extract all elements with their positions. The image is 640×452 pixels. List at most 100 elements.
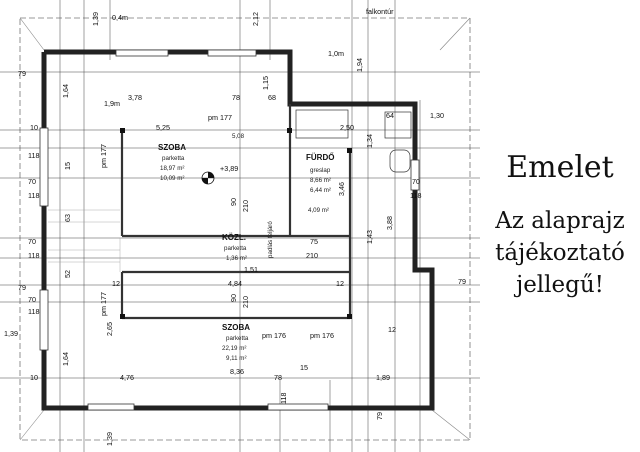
dim-90-bottom: 90: [229, 294, 238, 302]
dim-1-34: 1,34: [365, 134, 374, 148]
disclaimer-line-3: jellegű!: [516, 272, 604, 298]
dim-210-bottom: 210: [241, 296, 250, 308]
dim-2-50: 2,50: [340, 123, 354, 132]
room-bottom-name: SZOBA: [222, 323, 250, 332]
dim-118-b: 118: [28, 191, 39, 200]
dim-pm177-v1: pm 177: [99, 144, 108, 168]
walls: [41, 49, 435, 411]
dim-210-top: 210: [241, 200, 250, 212]
room-bottom-floor: parketta: [226, 335, 249, 342]
dim-1-15: 1,15: [261, 76, 270, 90]
dim-1-94: 1,94: [355, 58, 364, 72]
dim-1-30: 1,30: [430, 111, 444, 120]
dim-79-b: 79: [18, 283, 26, 292]
dim-pm177-top: pm 177: [208, 113, 232, 122]
dim-10-b: 10: [30, 373, 38, 382]
dim-79-right: 79: [458, 277, 466, 286]
contour-diagonal: [431, 409, 471, 441]
dim-4-84: 4,84: [228, 279, 242, 288]
room-top-area1: 18,97 m²: [160, 165, 184, 172]
contour-diagonal: [439, 17, 471, 51]
roof-contour: [19, 17, 471, 441]
room-top-floor: parketta: [162, 155, 185, 162]
dim-118-a: 118: [28, 151, 39, 160]
room-hall-floor: parketta: [224, 245, 247, 252]
dim-pm177-v2: pm 177: [99, 292, 108, 316]
windows: [39, 49, 420, 411]
dim-90-top: 90: [229, 198, 238, 206]
dim-1-0m: 1,0m: [328, 49, 344, 58]
dim-1-39-left: 1,39: [4, 329, 18, 338]
dim-12-a: 12: [112, 279, 120, 288]
dim-1-39-top: 1,39: [91, 12, 100, 26]
room-top-name: SZOBA: [158, 143, 186, 152]
disclaimer-line-2: tájékoztató: [495, 240, 625, 266]
label-falkontur: falkontúr: [366, 7, 394, 16]
dim-1-89: 1,89: [376, 373, 390, 382]
dim-8-36: 8,36: [230, 367, 244, 376]
room-bottom-area2: 9,11 m²: [226, 355, 247, 362]
dim-15-bottom: 15: [300, 363, 308, 372]
dim-70-b: 70: [28, 237, 36, 246]
contour-diagonal: [19, 17, 45, 51]
dim-12-c: 12: [388, 325, 396, 334]
dim-pm176-a: pm 176: [262, 331, 286, 340]
dim-12-b: 12: [336, 279, 344, 288]
dim-79-left: 79: [18, 69, 26, 78]
dim-4-76: 4,76: [120, 373, 134, 382]
dim-118-right: 118: [410, 191, 421, 200]
dim-70-a: 70: [28, 177, 36, 186]
dim-10-a: 10: [30, 123, 38, 132]
disclaimer-line-1: Az alaprajz: [495, 208, 625, 234]
room-bath-area2: 6,44 m²: [310, 187, 331, 194]
dim-210-hall: 210: [306, 251, 318, 260]
dim-3-78: 3,78: [128, 93, 142, 102]
room-bath-name: FÜRDŐ: [306, 153, 334, 162]
dim-1-64-bottom: 1,64: [61, 352, 70, 366]
dim-118-bottom: 118: [279, 393, 288, 404]
dim-2-65: 2,65: [105, 322, 114, 336]
room-hall-area1: 1,36 m²: [226, 255, 247, 262]
dim-78-top: 78: [232, 93, 240, 102]
dim-2-12: 2,12: [251, 12, 260, 26]
dim-52: 52: [63, 270, 72, 278]
dim-5-08: 5,08: [232, 133, 245, 140]
room-top-level: +3,89: [220, 164, 238, 173]
dim-70-right: 70: [412, 177, 420, 186]
inner-walls: [120, 104, 352, 320]
dim-118-c: 118: [28, 251, 39, 260]
room-bath-floor: greslap: [310, 167, 331, 174]
dim-1-43: 1,43: [365, 230, 374, 244]
column-markers: [120, 128, 352, 319]
dim-3-88: 3,88: [385, 216, 394, 230]
dim-70-c: 70: [28, 295, 36, 304]
dim-5-25: 5,25: [156, 123, 170, 132]
dim-118-d: 118: [28, 307, 39, 316]
dim-78-bottom: 78: [274, 373, 282, 382]
hatch-pattern: [48, 209, 121, 272]
bath-fixtures: [295, 109, 412, 173]
dim-pm176-b: pm 176: [310, 331, 334, 340]
room-top-area2: 10,09 m²: [160, 175, 184, 182]
dim-68: 68: [268, 93, 276, 102]
dim-75: 75: [310, 237, 318, 246]
label-padlas: padlás feljáró: [267, 221, 274, 258]
dim-1-51: 1,51: [244, 265, 258, 274]
dim-1-39-bottom: 1,39: [105, 432, 114, 446]
contour-diagonal: [19, 409, 45, 441]
room-hall-name: KÖZL.: [222, 233, 246, 242]
dimension-lines: [0, 0, 480, 452]
dim-0-4m: 0,4m: [112, 13, 128, 22]
dim-64: 64: [386, 111, 394, 120]
level-symbol: [201, 171, 215, 185]
floor-title: Emelet: [506, 150, 614, 185]
dim-63: 63: [63, 214, 72, 222]
dim-1-9m: 1,9m: [104, 99, 120, 108]
floor-plan-drawing: SZOBA parketta 18,97 m² 10,09 m² +3,89 F…: [0, 0, 480, 452]
room-bath-area1: 8,66 m²: [310, 177, 331, 184]
dim-15: 15: [63, 162, 72, 170]
dim-79-bottom: 79: [375, 412, 384, 420]
dim-1-64-top: 1,64: [61, 84, 70, 98]
room-bottom-area1: 22,19 m²: [222, 345, 246, 352]
room-bath-area3: 4,09 m²: [308, 207, 329, 214]
